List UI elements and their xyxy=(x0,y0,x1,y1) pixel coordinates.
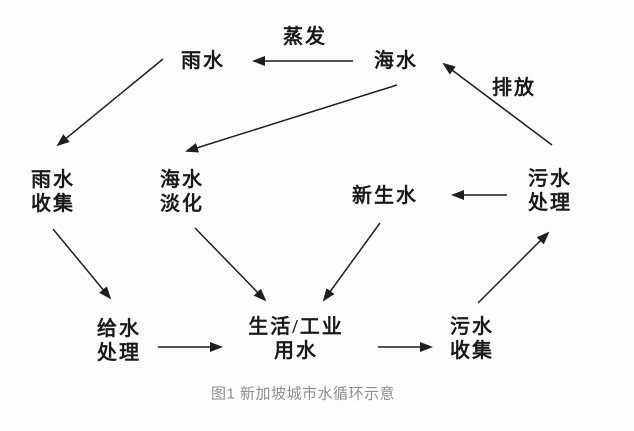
node-sewage-treatment: 污水 处理 xyxy=(528,168,572,214)
label-evaporation: 蒸发 xyxy=(283,26,327,48)
label-discharge: 排放 xyxy=(492,77,536,99)
node-newater: 新生水 xyxy=(352,185,418,207)
arrow-rainwater-collection-to-water-supply-treatment xyxy=(52,228,112,300)
node-rainwater: 雨水 xyxy=(181,50,225,72)
arrow-sewage-treatment-to-seawater xyxy=(442,62,553,146)
arrow-sewage-collection-to-sewage-treatment xyxy=(477,231,550,304)
arrow-seawater-desalination-to-domestic-industrial-water xyxy=(194,227,267,302)
arrow-seawater-to-seawater-desalination xyxy=(185,84,398,153)
node-seawater: 海水 xyxy=(374,50,418,72)
node-sewage-collection: 污水 收集 xyxy=(450,316,494,362)
node-seawater-desalination: 海水 淡化 xyxy=(160,169,204,215)
node-rainwater-collection: 雨水 收集 xyxy=(31,169,75,215)
node-domestic-industrial-water: 生活/工业 用水 xyxy=(248,316,344,362)
node-water-supply-treatment: 给水 处理 xyxy=(97,318,141,364)
arrow-newater-to-domestic-industrial-water xyxy=(322,222,381,302)
arrow-rainwater-to-rainwater-collection xyxy=(56,58,164,147)
figure-caption: 图1 新加坡城市水循环示意 xyxy=(210,385,396,403)
